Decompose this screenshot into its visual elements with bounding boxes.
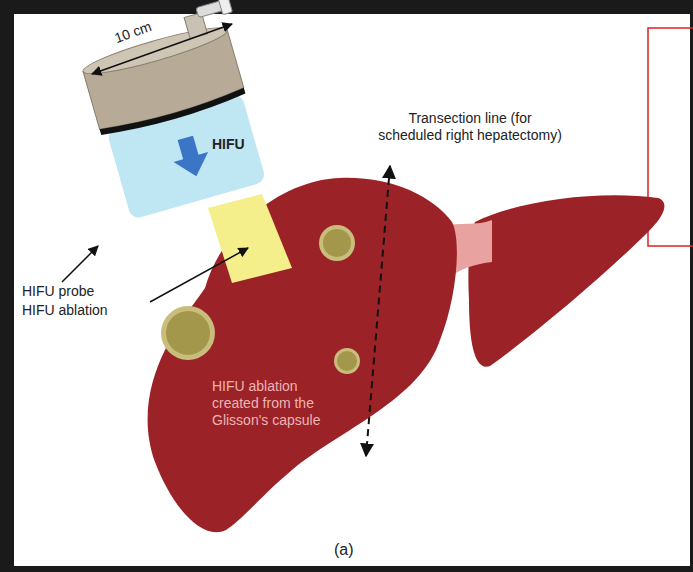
tumour <box>334 348 360 374</box>
part-label: HIFU ablation <box>22 302 108 319</box>
ablation-zone <box>208 194 292 283</box>
white-panel <box>14 14 690 566</box>
tumour <box>319 225 355 261</box>
line-label: Transection line (for scheduled right he… <box>330 110 610 144</box>
part-label: HIFU probe <box>22 283 94 300</box>
tumour-core <box>337 351 357 371</box>
left-liver-lobe <box>468 195 664 366</box>
probe-connector <box>218 0 233 15</box>
tumour-core <box>323 229 351 257</box>
leader-line <box>62 246 98 282</box>
leader-line <box>150 248 248 302</box>
hifu-probe <box>74 0 280 221</box>
region-label: HIFU ablation created from the Glisson's… <box>212 378 362 428</box>
tumour <box>161 306 215 360</box>
figure-caption: (a) <box>334 540 354 559</box>
hifu-arrow <box>168 133 214 181</box>
probe-band <box>100 88 247 140</box>
beam-label: HIFU <box>212 136 245 153</box>
right-liver-lobe <box>148 178 457 532</box>
tumour-core <box>166 311 210 355</box>
transection-line <box>366 166 390 456</box>
